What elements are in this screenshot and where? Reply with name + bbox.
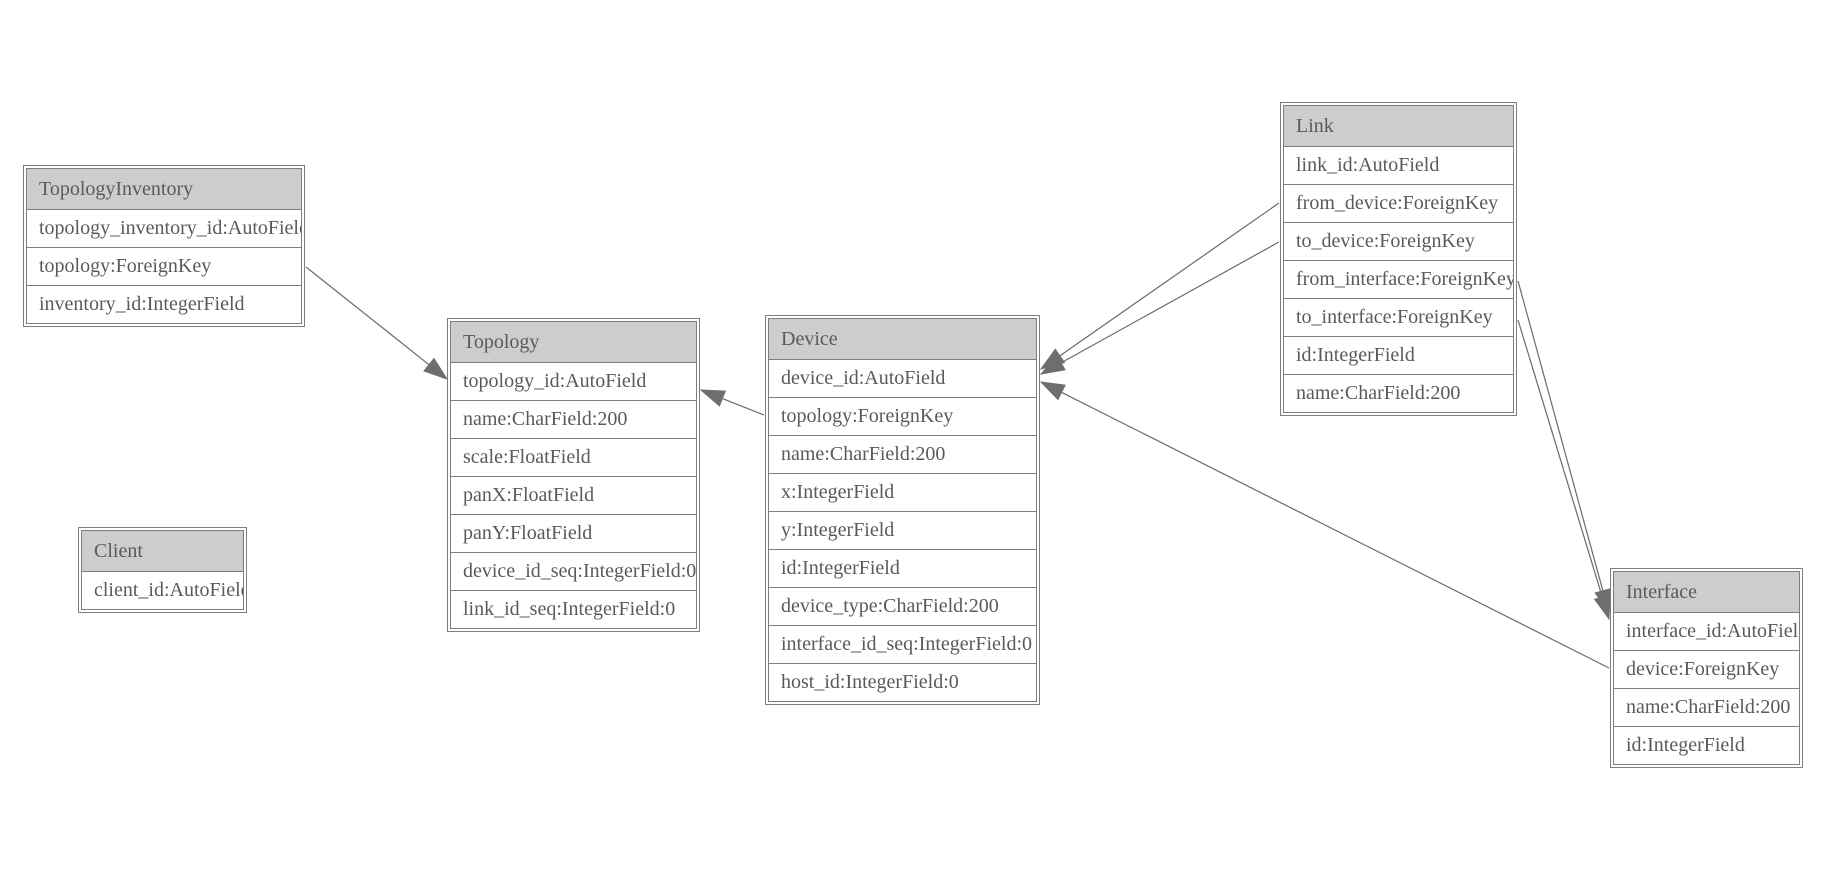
field-row: host_id:IntegerField:0 — [768, 664, 1037, 702]
field-row: from_interface:ForeignKey — [1283, 261, 1514, 299]
field-row: link_id:AutoField — [1283, 147, 1514, 185]
edge-line-Link.to_device-to-Device.device_id — [1057, 241, 1280, 366]
edge-line-Device.topology-to-Topology.topology_id — [718, 396, 765, 416]
table-title: TopologyInventory — [26, 168, 302, 210]
table-title: Link — [1283, 105, 1514, 147]
edge-line-TopologyInventory.topology-to-Topology.topology_id — [305, 266, 433, 368]
field-row: device_id_seq:IntegerField:0 — [450, 553, 697, 591]
field-row: name:CharField:200 — [1613, 689, 1800, 727]
field-row: name:CharField:200 — [450, 401, 697, 439]
field-row: y:IntegerField — [768, 512, 1037, 550]
field-row: panX:FloatField — [450, 477, 697, 515]
field-row: inventory_id:IntegerField — [26, 286, 302, 324]
edge-line-Link.to_interface-to-Interface.interface_id — [1517, 319, 1605, 601]
field-row: to_interface:ForeignKey — [1283, 299, 1514, 337]
field-row: name:CharField:200 — [1283, 375, 1514, 413]
field-row: topology_id:AutoField — [450, 363, 697, 401]
field-row: interface_id_seq:IntegerField:0 — [768, 626, 1037, 664]
field-row: device_id:AutoField — [768, 360, 1037, 398]
field-row: scale:FloatField — [450, 439, 697, 477]
table-title: Interface — [1613, 571, 1800, 613]
table-title: Client — [81, 530, 244, 572]
edge-line-Interface.device-to-Device.device_id — [1057, 390, 1610, 669]
edge-arrowhead-Interface.interface_id — [1593, 593, 1611, 621]
field-row: topology_inventory_id:AutoField — [26, 210, 302, 248]
field-row: id:IntegerField — [1283, 337, 1514, 375]
table-title: Topology — [450, 321, 697, 363]
field-row: client_id:AutoField — [81, 572, 244, 610]
field-row: x:IntegerField — [768, 474, 1037, 512]
edge-line-Link.from_interface-to-Interface.interface_id — [1517, 280, 1605, 595]
field-row: device_type:CharField:200 — [768, 588, 1037, 626]
field-row: panY:FloatField — [450, 515, 697, 553]
field-row: topology:ForeignKey — [768, 398, 1037, 436]
edge-arrowhead-Device.device_id — [1039, 354, 1066, 375]
field-row: id:IntegerField — [768, 550, 1037, 588]
table-title: Device — [768, 318, 1037, 360]
field-row: link_id_seq:IntegerField:0 — [450, 591, 697, 629]
field-row: topology:ForeignKey — [26, 248, 302, 286]
field-row: id:IntegerField — [1613, 727, 1800, 765]
edge-line-Link.from_device-to-Device.device_id — [1056, 202, 1280, 359]
field-row: name:CharField:200 — [768, 436, 1037, 474]
field-row: to_device:ForeignKey — [1283, 223, 1514, 261]
edge-arrowhead-Device.device_id — [1039, 381, 1066, 401]
edge-arrowhead-Topology.topology_id — [699, 389, 727, 407]
field-row: interface_id:AutoField — [1613, 613, 1800, 651]
edge-arrowhead-Topology.topology_id — [423, 357, 449, 380]
field-row: from_device:ForeignKey — [1283, 185, 1514, 223]
field-row: device:ForeignKey — [1613, 651, 1800, 689]
